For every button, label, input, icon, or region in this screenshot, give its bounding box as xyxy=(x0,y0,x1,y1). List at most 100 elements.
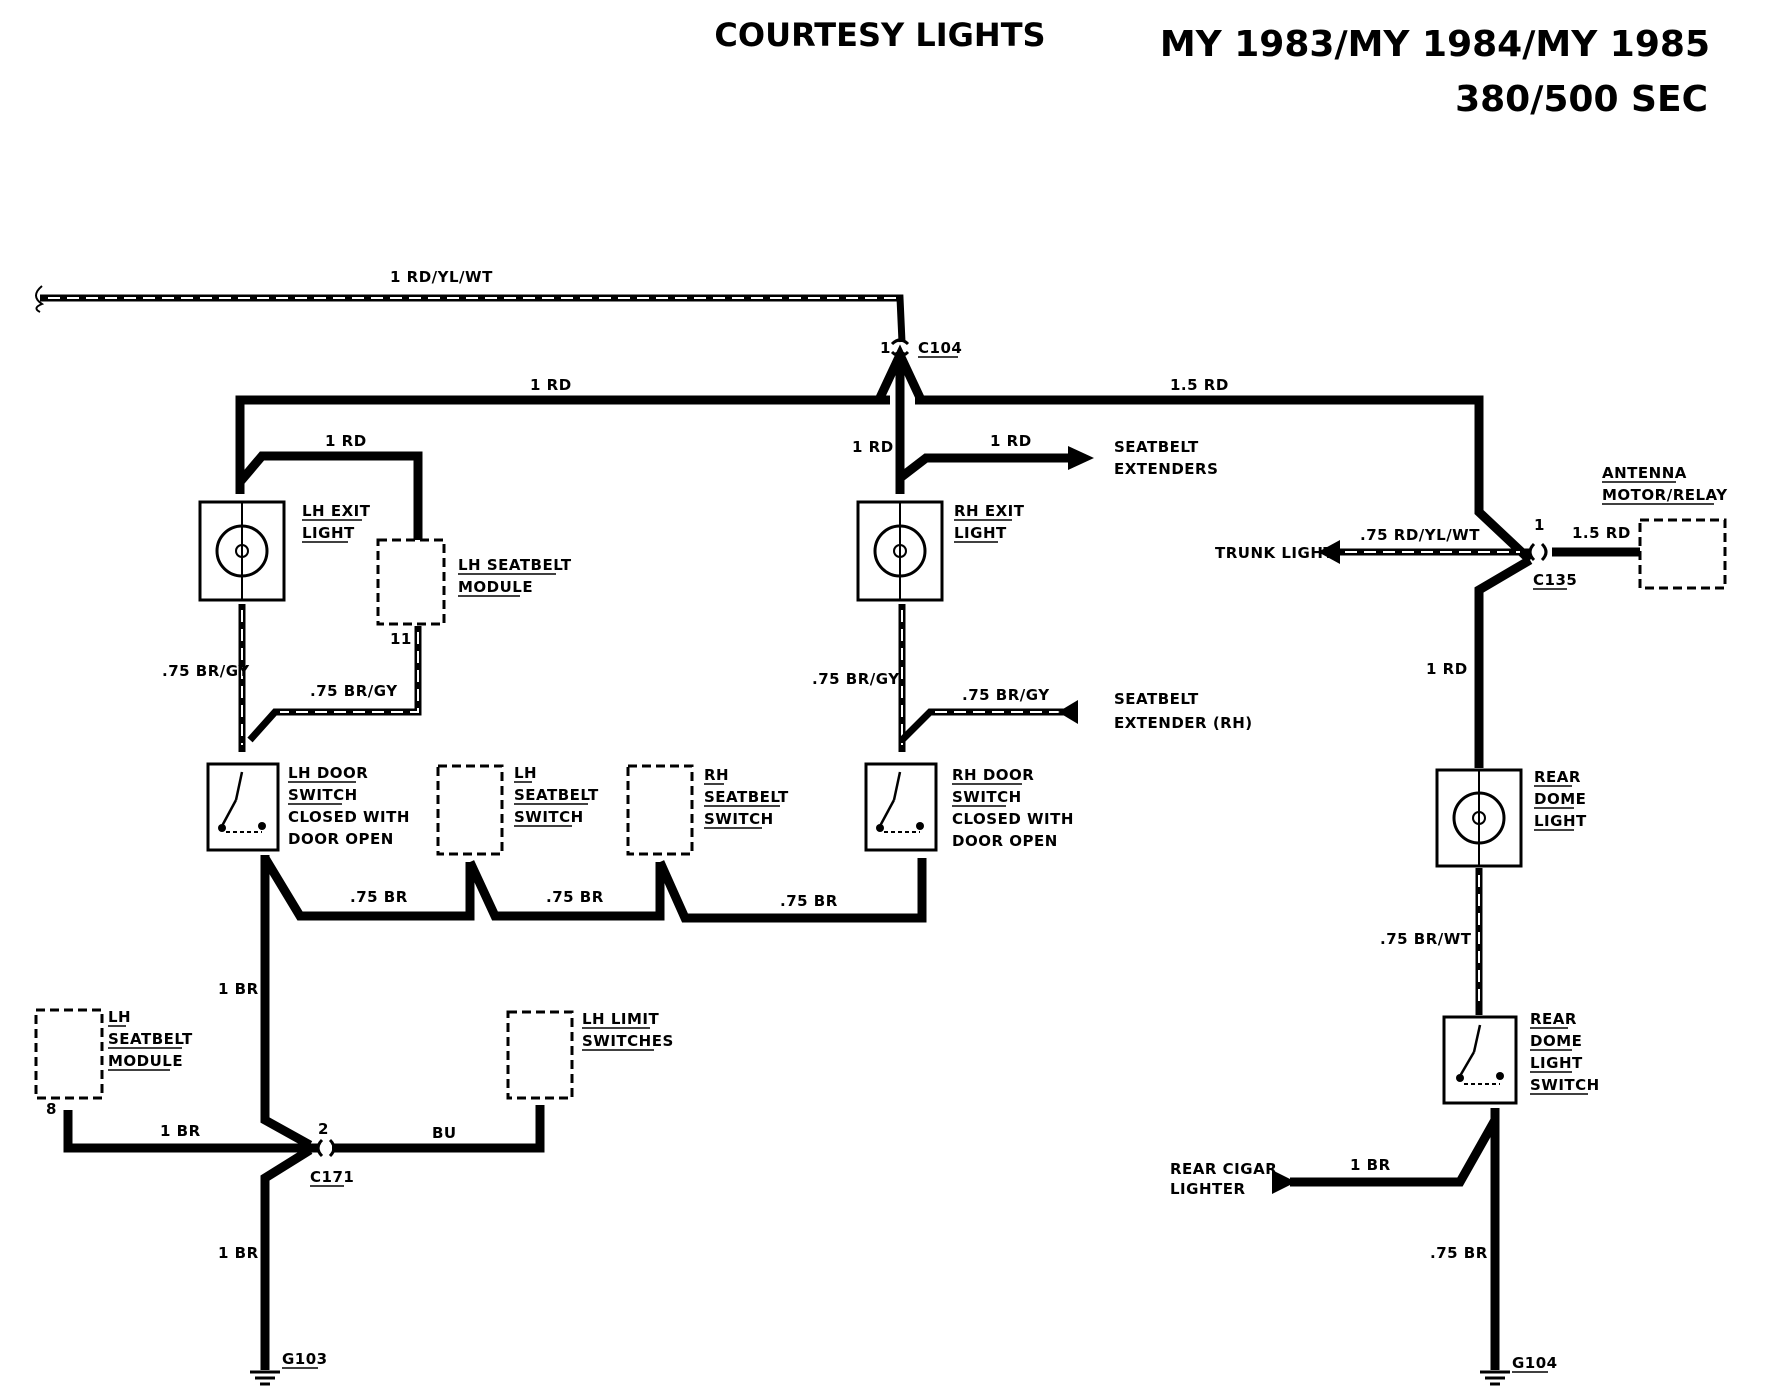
rear-cigar-lighter-label-2: LIGHTER xyxy=(1170,1180,1246,1198)
ground-g104: G104 xyxy=(1480,1354,1558,1386)
g104-label: G104 xyxy=(1512,1354,1558,1372)
c104-pin: 1 xyxy=(880,339,891,357)
lh-seatbelt-module-label-1: LH SEATBELT xyxy=(458,556,572,574)
rh-seatbelt-switch: RH SEATBELT SWITCH xyxy=(626,764,789,856)
wire-label-rd-extenders: 1 RD xyxy=(990,432,1032,450)
rh-exit-light-label-1: RH EXIT xyxy=(954,502,1025,520)
lh-limit-switches-label-2: SWITCHES xyxy=(582,1032,674,1050)
seatbelt-extenders-label-2: EXTENDERS xyxy=(1114,460,1218,478)
wire-br-lh-module xyxy=(63,1110,318,1153)
rh-door-switch-label-2: SWITCH xyxy=(952,788,1022,806)
wire-label-brgy-rh-extender: .75 BR/GY xyxy=(962,686,1050,704)
rear-dome-switch-label-4: SWITCH xyxy=(1530,1076,1600,1094)
lh-seatbelt-switch-label-3: SWITCH xyxy=(514,808,584,826)
wire-rd-left-bus xyxy=(235,395,890,494)
wire-label-bu: BU xyxy=(432,1124,457,1142)
rear-dome-switch-label-3: LIGHT xyxy=(1530,1054,1583,1072)
c104-label: C104 xyxy=(918,339,962,357)
wire-label-brgy-rh-exit: .75 BR/GY xyxy=(812,670,900,688)
diagram-title: COURTESY LIGHTS xyxy=(714,16,1045,54)
lh-exit-light: LH EXIT LIGHT xyxy=(198,500,371,602)
wire-label-brgy-lh-exit: .75 BR/GY xyxy=(162,662,250,680)
wire-label-brwt: .75 BR/WT xyxy=(1380,930,1472,948)
connector-c135: 1 C135 xyxy=(1528,516,1577,590)
wire-br-cigar xyxy=(1290,1117,1499,1187)
antenna-label-1: ANTENNA xyxy=(1602,464,1687,482)
wire-labels: 1 RD/YL/WT 1 RD 1.5 RD 1 RD 1 RD 1 RD 1.… xyxy=(160,268,1630,1262)
wire-label-rd-right: 1.5 RD xyxy=(1170,376,1229,394)
rh-seatbelt-switch-label-3: SWITCH xyxy=(704,810,774,828)
lh-door-switch-label-2: SWITCH xyxy=(288,786,358,804)
c171-label: C171 xyxy=(310,1168,354,1186)
lh-door-switch-label-4: DOOR OPEN xyxy=(288,830,394,848)
lh-module-pin: 11 xyxy=(390,630,412,648)
wire-label-br-1: .75 BR xyxy=(350,888,408,906)
wire-trunk xyxy=(1318,540,1530,564)
lh-seatbelt-switch-label-1: LH xyxy=(514,764,537,782)
wire-label-br-cigar: 1 BR xyxy=(1350,1156,1391,1174)
lh-module2-pin: 8 xyxy=(46,1100,57,1118)
wire-label-br-ground-lh: 1 BR xyxy=(218,1244,259,1262)
ground-g103: G103 xyxy=(250,1350,327,1386)
arrow-seatbelt-extenders xyxy=(1068,446,1094,470)
rear-cigar-lighter: REAR CIGAR LIGHTER xyxy=(1170,1160,1277,1198)
antenna-motor-relay: ANTENNA MOTOR/RELAY xyxy=(1602,464,1728,590)
rear-dome-light-label-1: REAR xyxy=(1534,768,1581,786)
rear-dome-light-label-3: LIGHT xyxy=(1534,812,1587,830)
wire-rd-seatbelt-extenders xyxy=(897,453,1070,482)
rh-seatbelt-switch-label-1: RH xyxy=(704,766,729,784)
rh-door-switch-label-4: DOOR OPEN xyxy=(952,832,1058,850)
model-years: MY 1983/MY 1984/MY 1985 xyxy=(1160,24,1710,65)
wire-label-br-3: .75 BR xyxy=(780,892,838,910)
lh-limit-switches: LH LIMIT SWITCHES xyxy=(506,1010,674,1100)
lh-seatbelt-module2-label-1: LH xyxy=(108,1008,131,1026)
rear-dome-switch-label-2: DOME xyxy=(1530,1032,1582,1050)
lh-seatbelt-switch-label-2: SEATBELT xyxy=(514,786,599,804)
rh-exit-light-label-2: LIGHT xyxy=(954,524,1007,542)
wire-brgy-rh-extender xyxy=(899,700,1078,743)
wire-brgy-lh-module xyxy=(247,626,422,743)
lh-limit-switches-label-1: LH LIMIT xyxy=(582,1010,659,1028)
lh-seatbelt-module-label-2: MODULE xyxy=(458,578,533,596)
rh-door-switch: RH DOOR SWITCH CLOSED WITH DOOR OPEN xyxy=(864,762,1073,852)
wire-label-rd-rear-dome: 1 RD xyxy=(1426,660,1468,678)
wire-rd-lh-seatbelt-module xyxy=(236,451,423,540)
lh-door-switch-label-3: CLOSED WITH xyxy=(288,808,410,826)
rear-dome-light-label-2: DOME xyxy=(1534,790,1586,808)
rear-dome-light-switch: REAR DOME LIGHT SWITCH xyxy=(1442,1010,1600,1105)
wire-label-br-ground-rear: .75 BR xyxy=(1430,1244,1488,1262)
seatbelt-extender-rh-label-2: EXTENDER (RH) xyxy=(1114,714,1253,732)
arrow-rear-cigar xyxy=(1272,1170,1296,1194)
wire-label-br-2: .75 BR xyxy=(546,888,604,906)
lh-seatbelt-switch: LH SEATBELT SWITCH xyxy=(436,764,599,856)
lh-exit-light-label-2: LIGHT xyxy=(302,524,355,542)
wire-label-trunk: .75 RD/YL/WT xyxy=(1360,526,1480,544)
antenna-label-2: MOTOR/RELAY xyxy=(1602,486,1728,504)
wire-feed-rd-yl-wt xyxy=(35,285,906,343)
lh-seatbelt-module-bottom: 8 LH SEATBELT MODULE xyxy=(34,1008,192,1118)
seatbelt-extender-rh-label-1: SEATBELT xyxy=(1114,690,1199,708)
seatbelt-extenders: SEATBELT EXTENDERS xyxy=(1114,438,1218,478)
wire-br-switch-links xyxy=(261,855,927,923)
wire-label-feed: 1 RD/YL/WT xyxy=(390,268,493,286)
wire-bu-limit xyxy=(332,1105,545,1153)
c135-pin: 1 xyxy=(1534,516,1545,534)
seatbelt-extender-rh: SEATBELT EXTENDER (RH) xyxy=(1114,690,1253,732)
rear-dome-light: REAR DOME LIGHT xyxy=(1435,768,1587,868)
rh-seatbelt-switch-label-2: SEATBELT xyxy=(704,788,789,806)
wire-br-ground-lh xyxy=(260,1146,313,1370)
wire-label-brgy-lh-module: .75 BR/GY xyxy=(310,682,398,700)
trunk-light-label: TRUNK LIGHT xyxy=(1215,544,1334,562)
rh-exit-light: RH EXIT LIGHT xyxy=(856,500,1025,602)
connector-c104: 1 C104 xyxy=(880,338,962,358)
wire-br-lh-door xyxy=(260,855,313,1149)
wire-rd-right-bus xyxy=(915,395,1534,564)
wire-label-rd-rh-exit: 1 RD xyxy=(852,438,894,456)
lh-door-switch: LH DOOR SWITCH CLOSED WITH DOOR OPEN xyxy=(206,762,410,852)
lh-exit-light-label-1: LH EXIT xyxy=(302,502,371,520)
model-designation: 380/500 SEC xyxy=(1455,79,1708,120)
wires xyxy=(35,285,1640,1370)
wire-label-br-lh-module: 1 BR xyxy=(160,1122,201,1140)
rh-door-switch-label-1: RH DOOR xyxy=(952,766,1034,784)
